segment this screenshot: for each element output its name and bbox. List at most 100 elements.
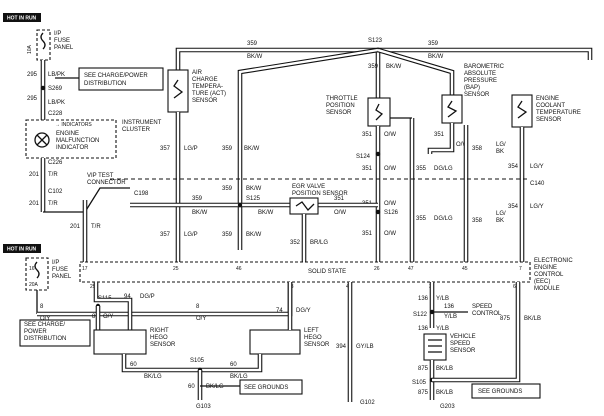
svg-text:20A: 20A <box>29 282 39 288</box>
svg-text:O/Y: O/Y <box>40 316 50 322</box>
svg-text:O/W: O/W <box>384 132 396 138</box>
svg-text:359: 359 <box>222 186 233 192</box>
svg-text:8: 8 <box>40 304 44 310</box>
svg-text:O/W: O/W <box>456 142 468 148</box>
svg-text:→ INDICATORS: → INDICATORS <box>55 122 92 128</box>
svg-text:G203: G203 <box>440 404 455 410</box>
svg-text:DG/LG: DG/LG <box>434 216 453 222</box>
svg-text:DG/P: DG/P <box>140 294 155 300</box>
svg-text:LG/P: LG/P <box>184 232 198 238</box>
svg-text:355: 355 <box>416 166 427 172</box>
svg-text:74: 74 <box>276 308 283 314</box>
svg-text:S269: S269 <box>48 86 63 92</box>
svg-text:SEE GROUNDS: SEE GROUNDS <box>478 389 522 395</box>
svg-text:S105: S105 <box>190 358 205 364</box>
coolant-temp-sensor <box>511 94 533 128</box>
svg-text:394: 394 <box>336 344 347 350</box>
svg-text:BK/LG: BK/LG <box>230 374 248 380</box>
svg-text:BK/W: BK/W <box>192 210 208 216</box>
svg-text:358: 358 <box>472 218 483 224</box>
svg-text:BK/W: BK/W <box>246 232 262 238</box>
hot-in-run-tag-mid: HOT IN RUN <box>3 244 41 253</box>
svg-text:LG/: LG/ <box>496 211 506 217</box>
svg-text:S123: S123 <box>368 38 383 44</box>
svg-text:G102: G102 <box>360 400 375 406</box>
svg-text:358: 358 <box>472 146 483 152</box>
svg-text:C140: C140 <box>530 181 545 187</box>
svg-text:875: 875 <box>418 366 429 372</box>
svg-text:6: 6 <box>513 284 516 290</box>
svg-text:LG/Y: LG/Y <box>530 164 544 170</box>
svg-text:7: 7 <box>519 266 522 272</box>
svg-text:351: 351 <box>362 166 373 172</box>
svg-text:T/R: T/R <box>48 172 58 178</box>
svg-text:136: 136 <box>418 296 429 302</box>
svg-text:351: 351 <box>334 196 345 202</box>
svg-text:354: 354 <box>508 204 519 210</box>
vehicle-speed-sensor <box>423 333 447 361</box>
svg-text:351: 351 <box>362 231 373 237</box>
svg-text:BK/W: BK/W <box>428 54 444 60</box>
svg-text:BK/LB: BK/LB <box>436 390 453 396</box>
svg-text:295: 295 <box>27 96 38 102</box>
svg-text:359: 359 <box>247 41 258 47</box>
svg-text:S125: S125 <box>246 196 261 202</box>
svg-text:GY/LB: GY/LB <box>356 344 374 350</box>
svg-text:DG/LG: DG/LG <box>434 166 453 172</box>
svg-text:354: 354 <box>508 164 519 170</box>
svg-text:60: 60 <box>130 362 137 368</box>
svg-text:351: 351 <box>362 132 373 138</box>
svg-text:O/W: O/W <box>384 166 396 172</box>
svg-text:BK/W: BK/W <box>258 210 274 216</box>
svg-text:45: 45 <box>462 266 468 272</box>
svg-text:25: 25 <box>173 266 179 272</box>
act-sensor <box>167 69 189 113</box>
svg-text:O/Y: O/Y <box>196 316 206 322</box>
svg-text:BK/LG: BK/LG <box>144 374 162 380</box>
svg-text:46: 46 <box>236 266 242 272</box>
svg-text:BK: BK <box>496 218 504 224</box>
svg-text:Y/LB: Y/LB <box>436 296 449 302</box>
svg-text:DG/Y: DG/Y <box>296 308 311 314</box>
svg-text:C228: C228 <box>48 111 63 117</box>
svg-text:S126: S126 <box>384 210 399 216</box>
see-grounds-note-left <box>239 379 303 395</box>
svg-text:S122: S122 <box>413 312 428 318</box>
svg-text:T/R: T/R <box>48 201 58 207</box>
svg-text:17: 17 <box>82 266 88 272</box>
svg-text:16: 16 <box>29 266 35 272</box>
svg-text:Y/LB: Y/LB <box>444 314 457 320</box>
svg-text:359: 359 <box>428 41 439 47</box>
svg-text:LG/Y: LG/Y <box>530 204 544 210</box>
svg-text:BK/LG: BK/LG <box>206 384 224 390</box>
svg-text:BK/W: BK/W <box>386 64 402 70</box>
svg-text:BK/LB: BK/LB <box>524 316 541 322</box>
svg-text:60: 60 <box>188 384 195 390</box>
svg-text:BK/W: BK/W <box>246 186 262 192</box>
svg-text:BK/LB: BK/LB <box>436 366 453 372</box>
egr-valve-position-sensor <box>289 197 319 215</box>
svg-text:O/W: O/W <box>384 201 396 207</box>
svg-text:875: 875 <box>500 316 511 322</box>
svg-text:357: 357 <box>160 232 171 238</box>
svg-text:359: 359 <box>222 146 233 152</box>
svg-text:295: 295 <box>27 72 38 78</box>
svg-text:8: 8 <box>196 304 200 310</box>
svg-text:O/W: O/W <box>384 231 396 237</box>
svg-text:352: 352 <box>290 240 301 246</box>
svg-text:201: 201 <box>70 224 81 230</box>
